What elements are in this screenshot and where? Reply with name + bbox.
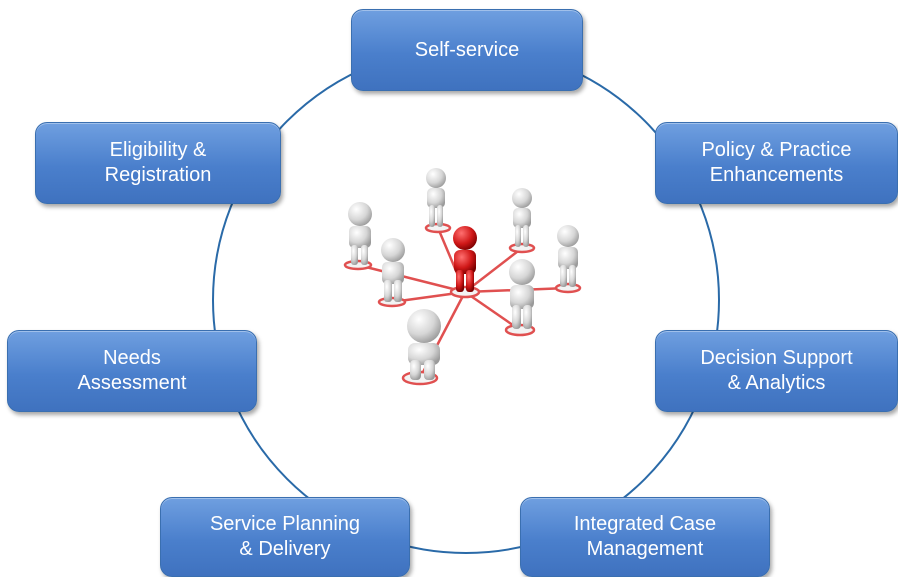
node-service-planning-delivery: Service Planning & Delivery bbox=[160, 497, 410, 577]
node-needs-assessment: Needs Assessment bbox=[7, 330, 257, 412]
person-figure bbox=[407, 309, 441, 380]
node-label-line1: Service Planning bbox=[209, 513, 361, 535]
node-label-line1: Decision Support bbox=[700, 347, 853, 369]
person-figure bbox=[381, 238, 405, 302]
network-of-people-icon bbox=[343, 168, 582, 386]
center-person-figure bbox=[453, 226, 477, 292]
node-policy-practice-enhancements: Policy & Practice Enhancements bbox=[655, 122, 898, 204]
node-label-line1: Integrated Case bbox=[573, 513, 717, 535]
person-figure bbox=[348, 202, 372, 265]
node-label-line1: Policy & Practice bbox=[701, 139, 852, 161]
person-figure bbox=[426, 168, 446, 227]
node-label-line2: Assessment bbox=[77, 372, 187, 394]
person-figure bbox=[557, 225, 579, 287]
node-label-line1: Needs bbox=[103, 347, 161, 369]
node-label-line2: & Analytics bbox=[727, 372, 826, 394]
node-label-line2: Enhancements bbox=[709, 164, 844, 186]
node-self-service: Self-service bbox=[351, 9, 583, 91]
node-label-line2: Management bbox=[586, 538, 704, 560]
node-eligibility-registration: Eligibility & Registration bbox=[35, 122, 281, 204]
person-figure bbox=[512, 188, 532, 247]
person-figure bbox=[509, 259, 535, 329]
node-label-line2: & Delivery bbox=[239, 538, 331, 560]
node-label: Self-service bbox=[414, 38, 520, 61]
node-integrated-case-management: Integrated Case Management bbox=[520, 497, 770, 577]
node-decision-support-analytics: Decision Support & Analytics bbox=[655, 330, 898, 412]
node-label-line1: Eligibility & bbox=[109, 139, 207, 161]
person-figures bbox=[348, 168, 579, 380]
node-label-line2: Registration bbox=[104, 164, 212, 186]
